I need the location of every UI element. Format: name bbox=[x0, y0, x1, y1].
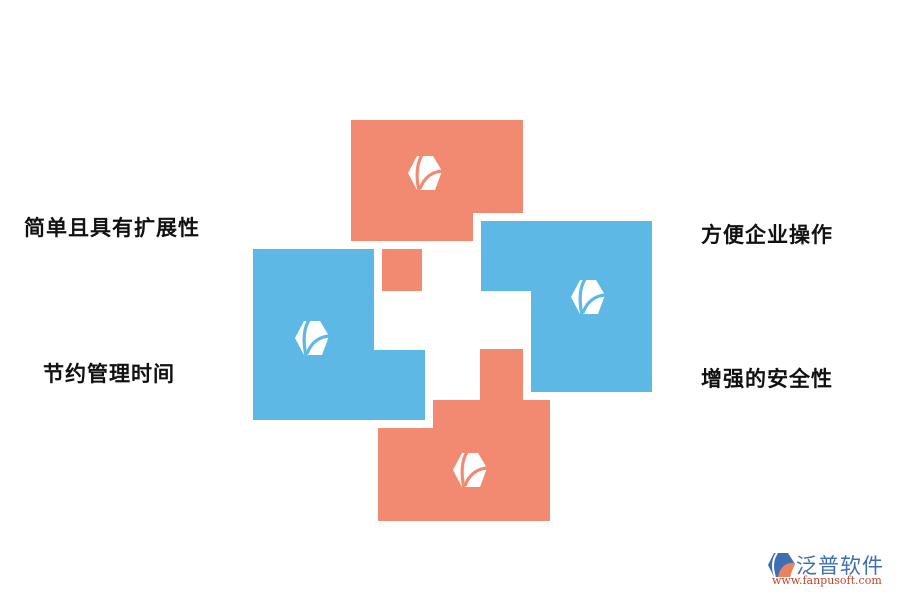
top-orange-block bbox=[351, 120, 523, 241]
label-bottom-left: 节约管理时间 bbox=[43, 362, 175, 386]
brand-url: www.fanpusoft.com bbox=[772, 574, 882, 587]
left-blue-block bbox=[253, 249, 425, 420]
brand-name: 泛普软件 bbox=[796, 554, 884, 578]
label-top-left: 简单且具有扩展性 bbox=[24, 216, 200, 240]
brand-watermark: 泛普软件 www.fanpusoft.com bbox=[768, 550, 896, 590]
label-bottom-right: 增强的安全性 bbox=[701, 367, 833, 391]
bottom-orange-block bbox=[378, 349, 550, 521]
fanpu-logo-icon bbox=[768, 552, 795, 578]
small-orange-square bbox=[382, 249, 422, 291]
label-top-right: 方便企业操作 bbox=[701, 223, 833, 247]
right-blue-block bbox=[481, 221, 652, 392]
